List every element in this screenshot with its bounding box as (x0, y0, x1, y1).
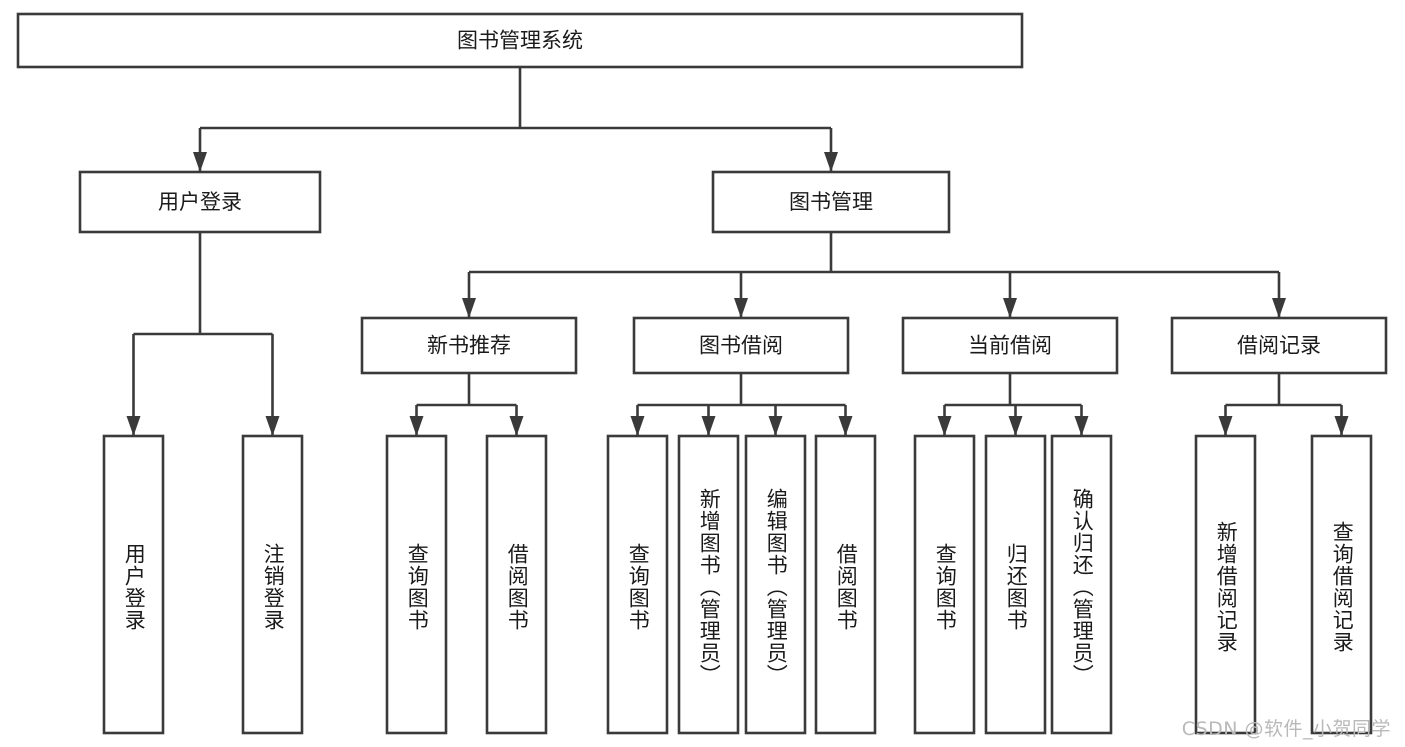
node-label-user-login: 用户登录 (158, 190, 242, 214)
arrow-head-leaf-add-book (701, 416, 716, 436)
watermark-text: CSDN @软件_小贺同学 (1181, 718, 1391, 740)
node-label-borrow-record: 借阅记录 (1237, 334, 1321, 358)
node-box-leaf-add-borrow-record[interactable] (1194, 434, 1257, 735)
arrow-head-user-login (193, 152, 207, 172)
node-box-new-book-recommend[interactable] (360, 316, 578, 375)
node-label-book-borrow: 图书借阅 (699, 334, 783, 358)
arrow-head-current-borrow (1003, 298, 1017, 318)
node-box-current-borrow[interactable] (901, 316, 1119, 375)
node-box-root[interactable] (16, 12, 1024, 69)
node-box-leaf-confirm-return[interactable] (1050, 434, 1113, 735)
node-box-leaf-logout-login[interactable] (241, 434, 304, 735)
arrow-head-leaf-query-book-borrow (630, 416, 645, 436)
node-box-leaf-query-borrow-record[interactable] (1310, 434, 1373, 735)
node-box-leaf-return-book[interactable] (984, 434, 1047, 735)
arrow-head-leaf-user-login (126, 416, 141, 436)
node-box-layer (16, 12, 1388, 735)
node-box-book-borrow[interactable] (632, 316, 850, 375)
arrow-head-leaf-query-book-current (937, 416, 952, 436)
node-box-leaf-query-book-borrow[interactable] (606, 434, 669, 735)
node-label-root: 图书管理系统 (457, 29, 583, 53)
arrow-head-leaf-borrow-book (838, 416, 853, 436)
node-box-leaf-borrow-book-recommend[interactable] (485, 434, 548, 735)
arrow-head-borrow-record (1272, 298, 1286, 318)
arrow-head-leaf-query-borrow-record (1334, 416, 1349, 436)
node-box-borrow-record[interactable] (1170, 316, 1388, 375)
node-box-book-manage[interactable] (711, 170, 951, 234)
node-box-leaf-query-book-current[interactable] (913, 434, 976, 735)
arrow-head-book-manage (824, 152, 838, 172)
node-box-leaf-add-book[interactable] (677, 434, 740, 735)
node-box-leaf-user-login[interactable] (102, 434, 165, 735)
arrow-head-leaf-logout-login (265, 416, 280, 436)
arrow-head-leaf-add-borrow-record (1218, 416, 1233, 436)
arrow-head-book-borrow (734, 298, 748, 318)
arrow-head-new-book-recommend (462, 298, 476, 318)
connector-layer (126, 67, 1349, 436)
node-label-new-book-recommend: 新书推荐 (427, 334, 511, 358)
node-label-book-manage: 图书管理 (789, 190, 873, 214)
arrow-head-leaf-edit-book (768, 416, 783, 436)
arrow-head-leaf-return-book (1008, 416, 1023, 436)
node-box-user-login[interactable] (78, 170, 322, 234)
node-box-leaf-query-book-recommend[interactable] (385, 434, 448, 735)
arrow-head-leaf-borrow-book-recommend (509, 416, 524, 436)
node-box-leaf-borrow-book[interactable] (814, 434, 877, 735)
arrow-head-leaf-confirm-return (1074, 416, 1089, 436)
node-label-current-borrow: 当前借阅 (968, 334, 1052, 358)
node-box-leaf-edit-book[interactable] (744, 434, 807, 735)
arrow-head-leaf-query-book-recommend (409, 416, 424, 436)
